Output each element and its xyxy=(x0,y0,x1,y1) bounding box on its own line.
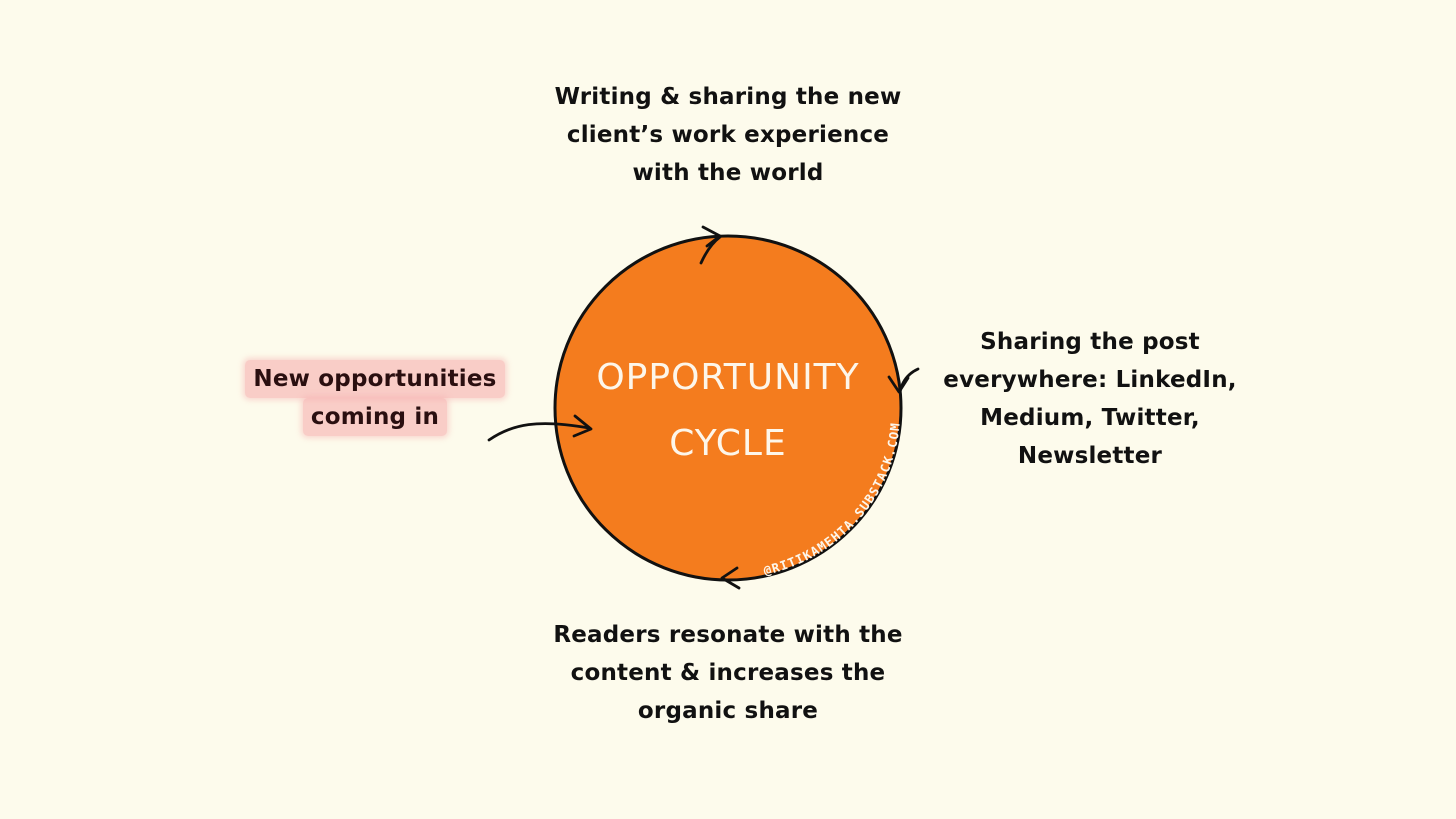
step-right-line-1: Sharing the post xyxy=(980,329,1200,355)
arrow-top-head xyxy=(701,225,722,248)
step-bottom-line-2: content & increases the xyxy=(570,660,886,686)
arrow-left-head xyxy=(572,414,593,438)
step-bottom-line-3: organic share xyxy=(637,698,819,724)
step-left-line-1: New opportunities xyxy=(245,360,505,398)
step-bottom-line-1: Readers resonate with the xyxy=(553,622,903,648)
cycle-title-line-1: OPPORTUNITY xyxy=(596,357,859,398)
step-label-bottom: Readers resonate with the content & incr… xyxy=(530,616,926,730)
step-right-line-4: Newsletter xyxy=(1017,443,1163,469)
step-label-left: New opportunities coming in xyxy=(240,360,510,436)
step-label-right: Sharing the post everywhere: LinkedIn, M… xyxy=(930,323,1250,475)
arrow-bottom-head xyxy=(720,566,741,590)
step-right-line-3: Medium, Twitter, xyxy=(980,405,1200,431)
cycle-title-line-2: CYCLE xyxy=(669,423,786,464)
arrow-left-stem xyxy=(487,422,591,442)
step-top-line-1: Writing & sharing the new xyxy=(554,84,902,110)
step-top-line-2: client’s work experience xyxy=(566,122,890,148)
step-label-top: Writing & sharing the new client’s work … xyxy=(528,78,928,192)
step-right-line-2: everywhere: LinkedIn, xyxy=(943,367,1237,393)
step-top-line-3: with the world xyxy=(632,160,824,186)
arrow-right-head xyxy=(887,375,910,394)
step-left-line-2: coming in xyxy=(302,398,448,436)
